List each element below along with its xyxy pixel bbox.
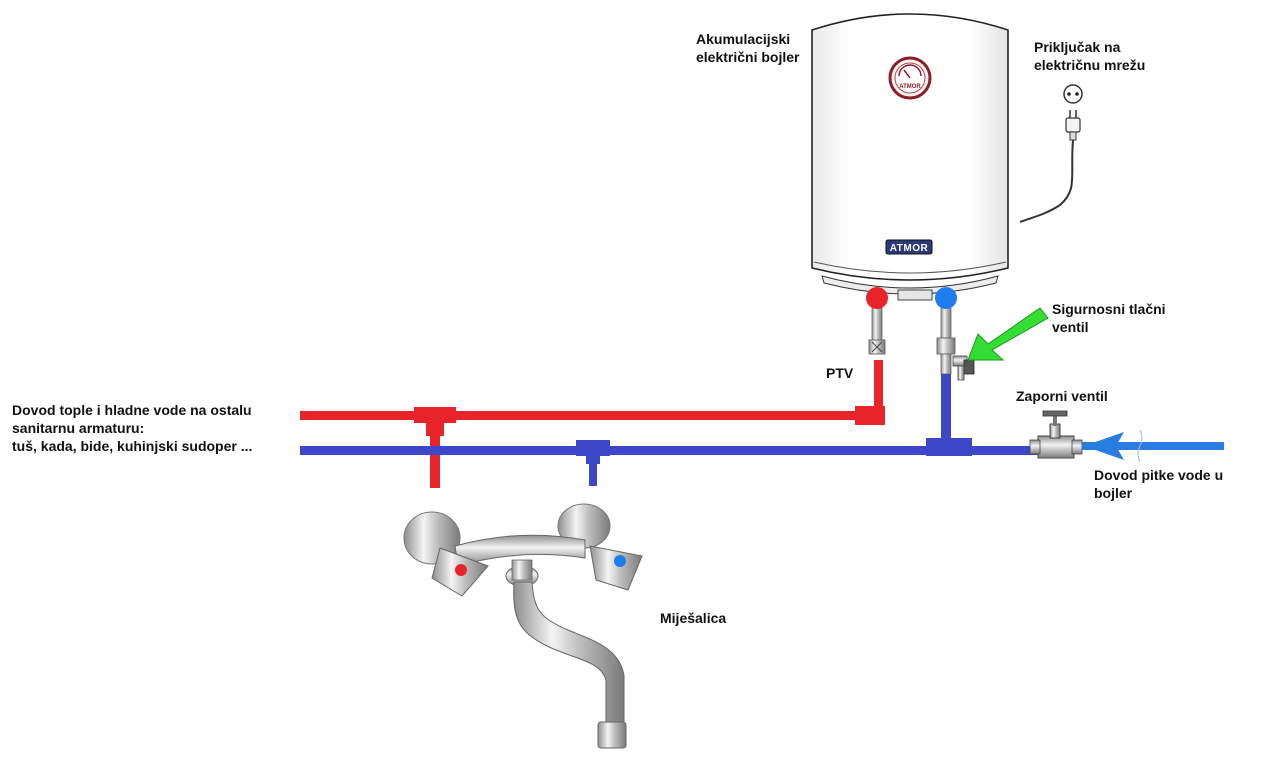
brand-name: ATMOR <box>890 243 929 254</box>
power-cable <box>1019 139 1074 223</box>
shutoff-valve <box>1029 410 1083 459</box>
safety-valve-label: Sigurnosni tlačni ventil <box>1052 301 1169 335</box>
safety-pressure-valve <box>952 355 975 381</box>
power-socket-icon <box>1063 84 1083 104</box>
brand-plate: ATMOR <box>885 239 933 255</box>
cold-water-pipe <box>300 374 1040 486</box>
gauge-brand-text: ATMOR <box>899 84 921 90</box>
inlet-arrow-icon <box>1084 432 1124 460</box>
cold-water-inlet <box>935 287 957 375</box>
hot-handle <box>431 547 489 597</box>
water-inlet-label: Dovod pitke vode u bojler <box>1094 467 1227 501</box>
drinking-water-inlet-pipe <box>1082 429 1224 463</box>
electric-boiler: ATMOR ATMOR <box>811 13 1009 301</box>
green-arrow-icon <box>967 307 1049 361</box>
boiler-label: Akumulacijski električni bojler <box>696 31 800 65</box>
power-connection-label: Priključak na električnu mrežu <box>1034 39 1145 73</box>
boiler-gauge-icon: ATMOR <box>888 56 932 100</box>
hot-water-pipe <box>300 360 885 488</box>
supply-label: Dovod tople i hladne vode na ostalu sani… <box>12 402 255 454</box>
power-plug-icon <box>1065 110 1081 141</box>
mixer-label: Miješalica <box>660 610 726 626</box>
mixer-tap <box>403 503 643 749</box>
hot-outlet-knob <box>866 287 888 309</box>
shutoff-valve-label: Zaporni ventil <box>1016 388 1108 404</box>
cold-inlet-knob <box>935 287 957 309</box>
ptv-label: PTV <box>826 365 854 381</box>
hot-water-outlet <box>866 287 888 355</box>
cold-handle <box>589 545 643 591</box>
